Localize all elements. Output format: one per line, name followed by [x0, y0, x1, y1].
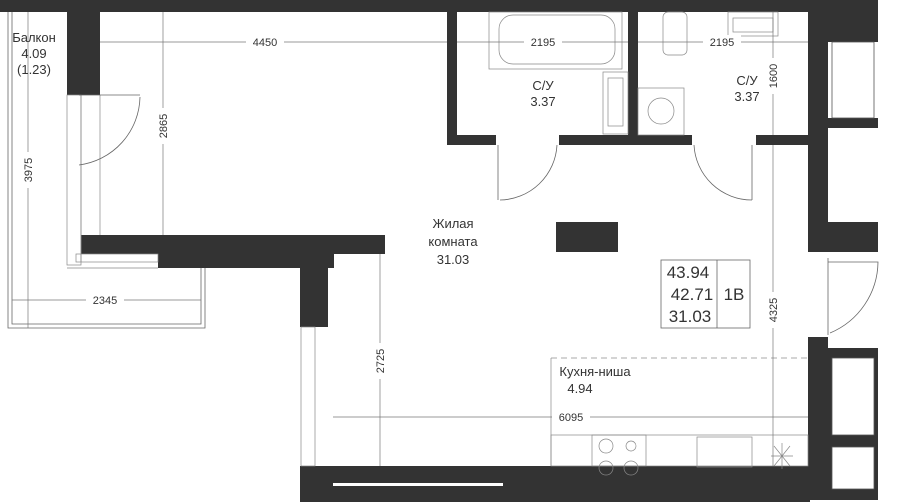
- windows: [66, 41, 875, 490]
- dim-living-width: 4450: [253, 37, 277, 49]
- dim-balcony-length: 3975: [23, 158, 35, 182]
- kitchen-counter: [550, 434, 809, 467]
- bathtub: [488, 11, 623, 70]
- summary-total-area: 43.94: [667, 263, 710, 282]
- kitchen-sink: [696, 436, 753, 468]
- bathroom-left-name: С/У: [532, 78, 554, 93]
- washing-machine: [637, 87, 685, 136]
- sink-right: [727, 11, 779, 37]
- bathroom-right-area: 3.37: [734, 89, 759, 104]
- living-name-line2: комната: [428, 234, 478, 249]
- summary-apartment-type: 1B: [724, 285, 745, 304]
- balcony-reduced-area: (1.23): [17, 62, 51, 77]
- dim-bath-right-width: 2195: [710, 37, 734, 49]
- doors: [78, 94, 879, 335]
- dim-living-depth-top: 2865: [158, 114, 170, 138]
- summary-area-no-balcony: 42.71: [671, 285, 714, 304]
- balcony-name: Балкон: [12, 30, 56, 45]
- gas-riser-icon: [771, 443, 793, 469]
- toilet: [662, 11, 688, 56]
- kitchen-name: Кухня-ниша: [559, 364, 631, 379]
- dim-bath-left-width: 2195: [531, 37, 555, 49]
- kitchen-area: 4.94: [567, 381, 592, 396]
- dim-kitchen-depth: 4325: [768, 298, 780, 322]
- dim-balcony-width: 2345: [93, 295, 117, 307]
- living-area: 31.03: [437, 252, 470, 267]
- balcony-outline: [7, 12, 206, 329]
- fixtures: [488, 11, 809, 476]
- dim-bath-right-depth: 1600: [768, 64, 780, 88]
- bathroom-right-name: С/У: [736, 73, 758, 88]
- sink-left: [602, 71, 629, 135]
- dim-total-width: 6095: [559, 412, 583, 424]
- summary-living-area: 31.03: [669, 307, 712, 326]
- balcony-area: 4.09: [21, 46, 46, 61]
- living-name-line1: Жилая: [432, 216, 473, 231]
- bathroom-left-area: 3.37: [530, 94, 555, 109]
- stove: [591, 434, 647, 467]
- dim-living-depth-bottom: 2725: [375, 349, 387, 373]
- summary-box: [660, 259, 751, 329]
